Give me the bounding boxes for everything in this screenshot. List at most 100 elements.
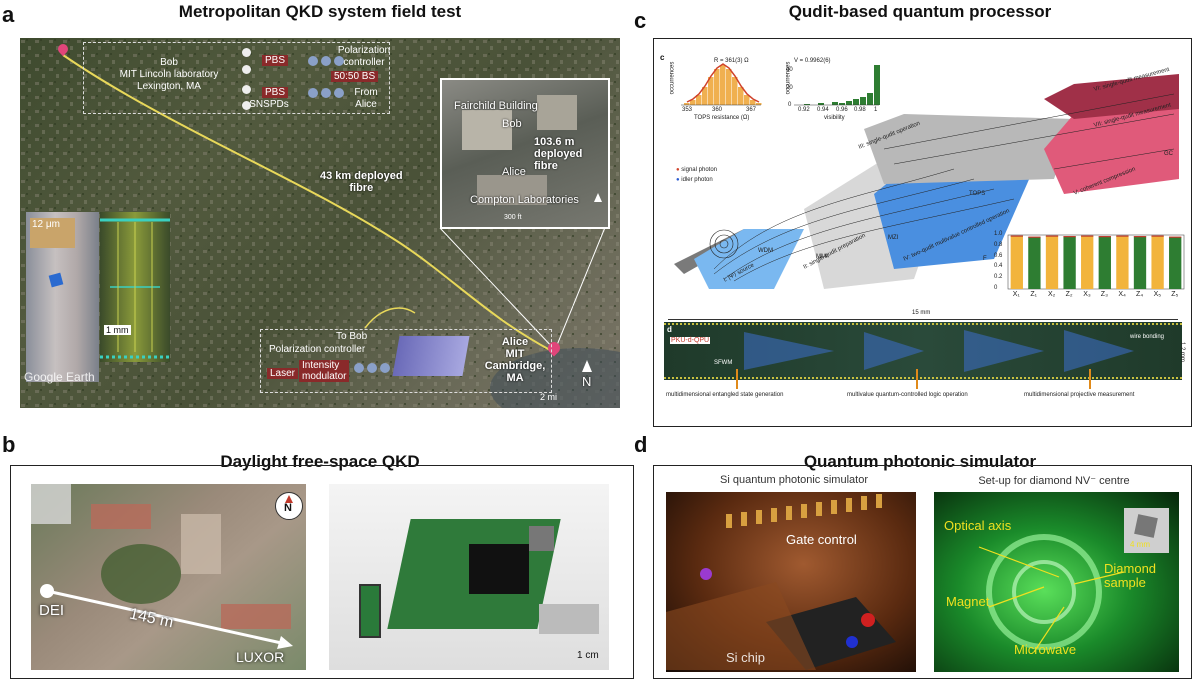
microwave-label: Microwave	[1014, 642, 1077, 657]
hist1-bar	[750, 100, 756, 105]
panel-b-title: Daylight free-space QKD	[220, 452, 420, 471]
bar-ytick: 0.4	[994, 263, 1003, 270]
snspds-label: SNSPDs	[249, 99, 289, 110]
arrow-2-icon	[916, 369, 918, 389]
hist2-bar	[846, 101, 852, 105]
panel-c-letter: c	[634, 8, 647, 33]
visibility-histogram	[794, 65, 880, 106]
dei-label: DEI	[39, 602, 65, 619]
pbs-2: PBS	[262, 87, 289, 98]
hist1-bar	[702, 87, 708, 105]
bar-ytick: 0.6	[994, 252, 1003, 259]
bob-setup-box: Bob MIT Lincoln laboratory Lexington, MA…	[83, 42, 390, 114]
idler-photon-legend: ● idler photon	[676, 177, 713, 183]
panel-d-title: Quantum photonic simulator	[803, 452, 1037, 471]
panel-d-frame: Si quantum photonic simulator Gate contr…	[653, 465, 1192, 679]
diamond-sample-label: Diamond sample	[1104, 561, 1157, 590]
scale-4mm: 4 mm	[1130, 540, 1150, 549]
chip-layout-lines	[100, 218, 170, 359]
hist2-bar	[874, 65, 880, 105]
laser: Laser	[267, 368, 299, 379]
hist2-ytick: 40	[786, 67, 793, 73]
polarization-coils-icon	[308, 56, 344, 98]
bar-xlabel: X₄	[1118, 291, 1126, 298]
scale-300ft: 300 ft	[504, 214, 522, 221]
hist2-bar	[839, 103, 845, 105]
fibre-103-label: 103.6 m deployed fibre	[534, 136, 583, 172]
bar-xlabel: X₂	[1048, 291, 1056, 298]
to-bob-label: To Bob	[336, 331, 368, 342]
gate-control-label: Gate control	[786, 532, 857, 547]
bar-ytick: 1.0	[994, 231, 1003, 237]
bob-label: Bob MIT Lincoln laboratory Lexington, MA	[119, 57, 219, 92]
fidelity-bar	[1133, 236, 1147, 289]
hist2-tick: 1	[874, 107, 878, 113]
polarization-controller-label: Polarization controller	[337, 45, 391, 68]
compton-label: Compton Laboratories	[470, 194, 579, 206]
intensity-modulator: Intensity modulator	[299, 360, 350, 382]
fibre-43-label: 43 km deployed fibre	[320, 170, 403, 194]
magnet-label: Magnet	[946, 594, 990, 609]
hist1-bar	[684, 103, 690, 105]
fidelity-bar	[1116, 236, 1129, 289]
mzi-label: MZI	[888, 235, 899, 241]
bar-ytick: 0.8	[994, 241, 1003, 248]
fidelity-bar	[1010, 236, 1023, 289]
aerial-photo: N DEI 145 m LUXOR	[31, 484, 306, 670]
building-block	[462, 110, 512, 150]
hist1-bar	[732, 77, 738, 105]
hist2-bar	[860, 97, 866, 105]
tops-label: TOPS	[969, 191, 986, 197]
snspd-dot-icon	[242, 65, 251, 74]
bar-ylabel: F	[983, 256, 987, 262]
left-caption: Si quantum photonic simulator	[720, 474, 868, 486]
bar-xlabel: Z₃	[1100, 291, 1108, 298]
panel-d-letter: d	[634, 432, 648, 457]
bar-ytick: 0.2	[994, 274, 1003, 281]
pku-label: PKU-d-QPU	[670, 337, 711, 344]
fidelity-bar	[1151, 236, 1164, 289]
building-block	[477, 175, 547, 205]
chip-photo: d PKU-d-QPU SFWM wire bonding	[664, 322, 1182, 380]
hist1-bar	[726, 69, 732, 105]
nv-setup-photo: Optical axis 4 mm Diamond sample Magnet …	[934, 492, 1179, 672]
diamond-sample-icon	[1134, 514, 1158, 538]
fidelity-bar	[1045, 236, 1059, 289]
panel-c-frame: c R = 361(3) Ω occurrences 353 360 367 T…	[653, 38, 1192, 427]
luxor-label: LUXOR	[236, 649, 285, 665]
scale-12um: 12 μm	[32, 219, 60, 230]
scale-2mi: 2 mi	[540, 392, 558, 402]
panel-a-letter: a	[2, 2, 15, 27]
hist1-bar	[756, 103, 762, 105]
inset-north-arrow-icon	[594, 193, 602, 202]
hist2-tick: 0.94	[817, 107, 829, 113]
caption-2: multivalue quantum-controlled logic oper…	[847, 392, 968, 398]
arrow-3-icon	[1089, 369, 1091, 389]
finger-photo: 12 μm	[26, 212, 99, 382]
campus-inset: Fairchild Building Bob 103.6 m deployed …	[440, 78, 610, 229]
fidelity-bar-chart	[1007, 234, 1185, 290]
diamond-inset: 4 mm	[1124, 508, 1169, 553]
board-photo: 1 cm	[329, 484, 609, 670]
idler-photon-label: idler photon	[681, 177, 713, 183]
operation-region	[864, 114, 1074, 184]
north-label: N	[582, 374, 592, 389]
alice-coils-icon	[354, 363, 390, 373]
si-chip-label: Si chip	[726, 650, 766, 665]
fidelity-bar	[1063, 236, 1076, 289]
fidelity-bar	[1169, 237, 1182, 289]
compass-icon: N	[275, 492, 303, 520]
scale-1cm: 1 cm	[577, 650, 599, 661]
hist1-tick: 367	[746, 107, 757, 113]
signal-photon-legend: ● signal photon	[676, 167, 717, 173]
hist2-tick: 0.98	[854, 107, 866, 113]
from-alice-label: From Alice	[354, 87, 378, 110]
inset-bob-label: Bob	[502, 118, 522, 130]
bar-xlabel: Z₅	[1171, 291, 1179, 298]
hist2-bar	[832, 102, 838, 105]
sfwm-label: SFWM	[714, 360, 733, 366]
measurement-region-top	[1044, 74, 1179, 119]
si-chip-drawing	[666, 494, 896, 670]
wdm-region	[694, 229, 804, 289]
caption-1: multidimensional entangled state generat…	[666, 392, 784, 398]
